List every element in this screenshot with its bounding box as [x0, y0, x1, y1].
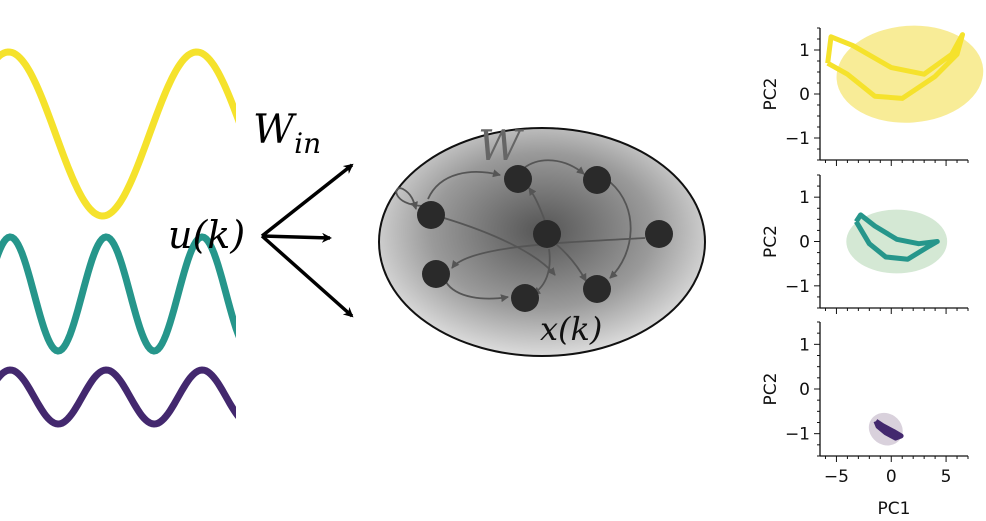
- edge-n4-n8: [555, 243, 587, 282]
- reservoir-node: [533, 220, 561, 248]
- reservoir-edges: [395, 159, 646, 303]
- pca-trajectory-purple: [873, 419, 904, 441]
- reservoir-node: [511, 284, 539, 312]
- reservoir-state-label: x(k): [540, 310, 602, 348]
- input-arrow-up: [260, 163, 354, 238]
- reservoir-nodes: [417, 165, 673, 312]
- reservoir-node: [645, 220, 673, 248]
- pca-y-tick-label: −1: [785, 129, 810, 149]
- pca-trajectory-yellow: [825, 32, 965, 101]
- pca-x-label: PC1: [878, 499, 911, 519]
- input-weights-label: Win: [253, 107, 321, 160]
- input-arrow-middle: [261, 232, 332, 243]
- pca-y-tick-label: 0: [799, 233, 810, 253]
- pca-y-label: PC2: [761, 373, 781, 406]
- edge-n3-n8: [609, 181, 632, 279]
- input-arrow-down: [260, 234, 354, 318]
- pca-y-label: PC2: [761, 78, 781, 111]
- edge-self-loop: [395, 187, 424, 210]
- pca-y-label: PC2: [761, 225, 781, 258]
- edge-n2-n3: [523, 159, 585, 175]
- pca-y-tick-label: −1: [785, 277, 810, 297]
- edge-n1-n7: [443, 217, 556, 276]
- pca-ellipse-yellow: [836, 25, 984, 123]
- pca-y-tick-label: −1: [785, 425, 810, 445]
- pca-y-tick-label: 1: [799, 335, 810, 355]
- pca-x-tick-label: −5: [824, 467, 849, 487]
- pca-y-tick-label: 0: [799, 85, 810, 105]
- reservoir-node: [417, 201, 445, 229]
- pca-x-tick-label: 0: [886, 467, 897, 487]
- edge-n6-n7: [445, 281, 509, 303]
- reservoir-node: [422, 260, 450, 288]
- reservoir-node: [583, 275, 611, 303]
- w-in-subscript: in: [294, 127, 321, 160]
- input-wave-teal: [0, 233, 236, 355]
- edge-n5-n6: [451, 237, 646, 269]
- reservoir-node: [504, 165, 532, 193]
- input-wave-yellow: [0, 48, 236, 220]
- input-waves: [0, 48, 236, 428]
- w-in-base: W: [253, 107, 297, 153]
- pca-y-tick-label: 1: [799, 188, 810, 208]
- edge-n1-n2: [427, 169, 501, 200]
- pca-x-tick-label: 5: [941, 467, 952, 487]
- pca-trajectory-teal: [854, 212, 940, 262]
- input-wave-purple: [0, 366, 236, 428]
- edge-n4-n2: [528, 187, 546, 222]
- reservoir-weights-label: W: [478, 121, 525, 170]
- input-arrows: [260, 163, 354, 318]
- pca-y-tick-label: 1: [799, 41, 810, 61]
- reservoir-node: [583, 166, 611, 194]
- pca-y-tick-label: 0: [799, 380, 810, 400]
- input-label-u-k: u(k): [168, 213, 245, 257]
